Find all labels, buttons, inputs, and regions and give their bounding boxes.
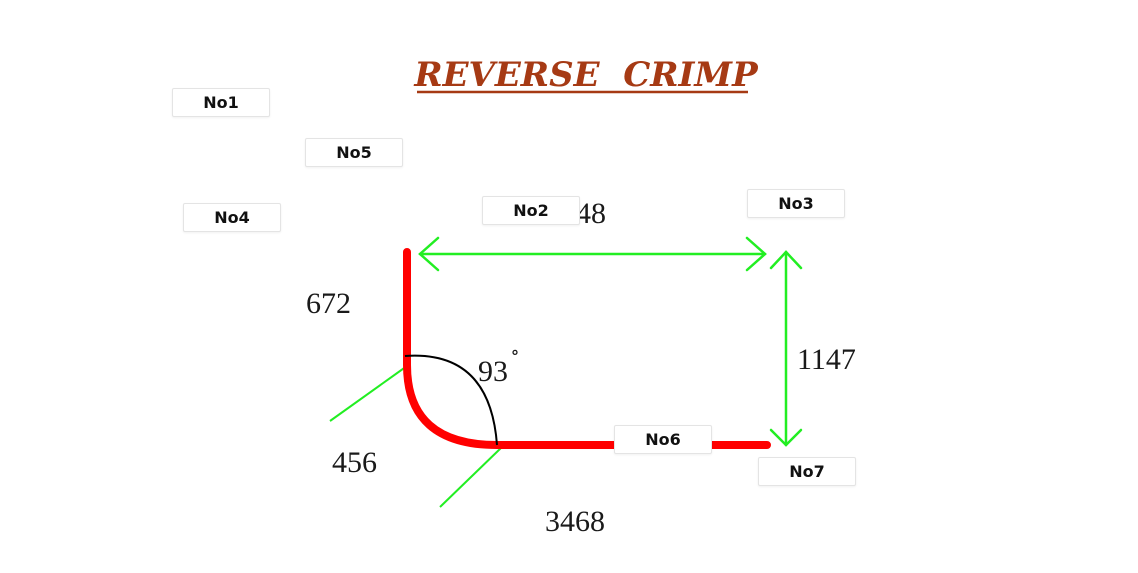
label-no4[interactable]: No4 [183, 203, 281, 232]
top-dimension-arrow [418, 236, 767, 272]
dimension-angle: 93 [478, 355, 508, 388]
radius-leader-lower [439, 446, 503, 508]
radius-leader-upper [329, 365, 408, 422]
label-no5[interactable]: No5 [305, 138, 403, 167]
right-dimension-arrow [769, 250, 803, 447]
label-no2[interactable]: No2 [482, 196, 580, 225]
diagram-title: REVERSE CRIMP [413, 55, 759, 95]
label-no3[interactable]: No3 [747, 189, 845, 218]
crimp-profile [403, 248, 771, 449]
angle-degree-mark: ° [511, 347, 519, 366]
angle-arc [404, 354, 498, 446]
dimension-bottom: 3468 [545, 505, 605, 538]
label-no7[interactable]: No7 [758, 457, 856, 486]
dimension-bend-radius: 456 [332, 446, 377, 479]
dimension-left: 672 [306, 287, 351, 320]
label-no1[interactable]: No1 [172, 88, 270, 117]
dimension-right: 1147 [797, 343, 856, 376]
dimension-top: 48 [576, 197, 606, 230]
label-no6[interactable]: No6 [614, 425, 712, 454]
